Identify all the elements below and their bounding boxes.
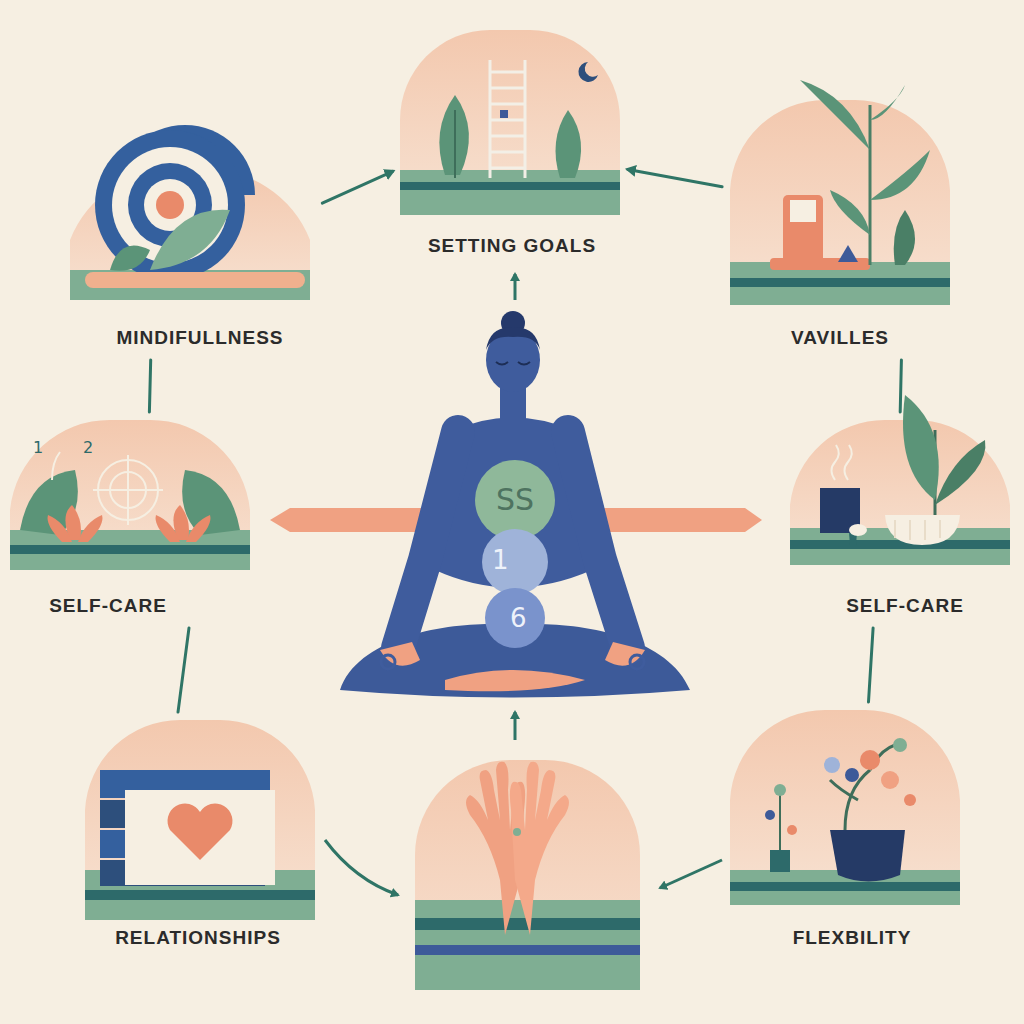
connector [900,360,901,412]
relationships-tile [85,720,315,920]
node-label: SETTING GOALS [428,234,596,258]
connector [628,169,722,186]
meditating-figure [270,274,762,740]
tile-node: FLEXBILITY [730,710,960,952]
connector [322,171,392,203]
callout-number: 1 [33,440,43,456]
goals-tile [400,30,620,215]
flow-arrow [660,860,722,888]
flexibility-tile [730,710,960,905]
tile-node: VAVILLES [730,100,950,352]
callout-number: 6 [510,605,527,631]
node-label: FLEXBILITY [793,926,912,950]
node-label: RELATIONSHIPS [115,926,281,950]
node-label: SELF-CARE [49,594,167,618]
tile-node: SELF-CARE [10,420,250,620]
connector [178,628,189,712]
connector [149,360,150,412]
mindfulness-tile [70,125,310,300]
flow-arrow [325,840,398,895]
tile-node: MINDIFULLNESS [70,170,315,352]
callout-number: 2 [83,440,93,456]
tile-node: SELF-CARE [790,420,1010,620]
vavilles-tile [730,80,950,305]
node-label: VAVILLES [791,326,889,350]
self-care-tile [10,420,250,570]
connector [869,628,874,702]
hands-tile [415,760,640,990]
tile-node: SETTING GOALS [400,30,620,260]
tile-node: RELATIONSHIPS [85,720,315,952]
callout-number: SS [496,485,534,515]
node-label: MINDIFULLNESS [116,326,283,350]
node-label: SELF-CARE [846,594,964,618]
self-care-tile [790,395,1010,565]
callout-number: 1 [492,547,509,573]
